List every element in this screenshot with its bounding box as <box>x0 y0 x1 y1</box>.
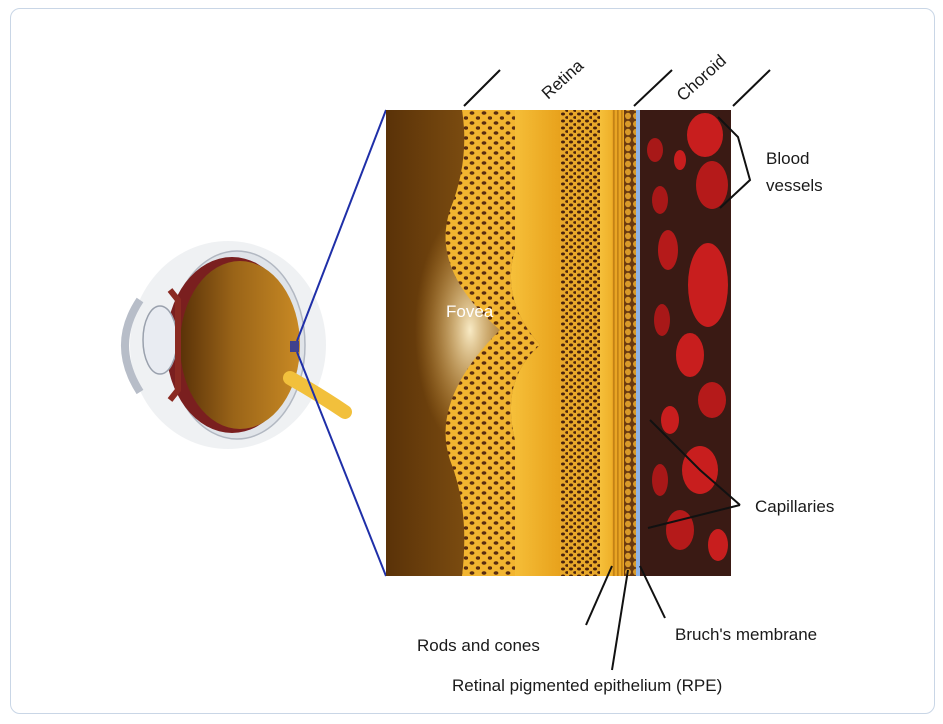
bruchs-membrane-label: Bruch's membrane <box>675 625 817 644</box>
rpe-label: Retinal pigmented epithelium (RPE) <box>452 676 722 695</box>
blood-vessels-label-line1: Blood <box>766 149 809 168</box>
rods-and-cones-label: Rods and cones <box>417 636 540 655</box>
capillaries-label: Capillaries <box>755 497 834 516</box>
fovea-label: Fovea <box>446 302 494 321</box>
blood-vessels-label-line2: vessels <box>766 176 823 195</box>
retina-label: Retina <box>538 56 588 103</box>
retina-choroid-magnified-illustration <box>386 110 731 576</box>
choroid-label: Choroid <box>673 51 730 105</box>
eye-cross-section-illustration <box>125 241 345 449</box>
layer-brackets <box>464 70 770 106</box>
